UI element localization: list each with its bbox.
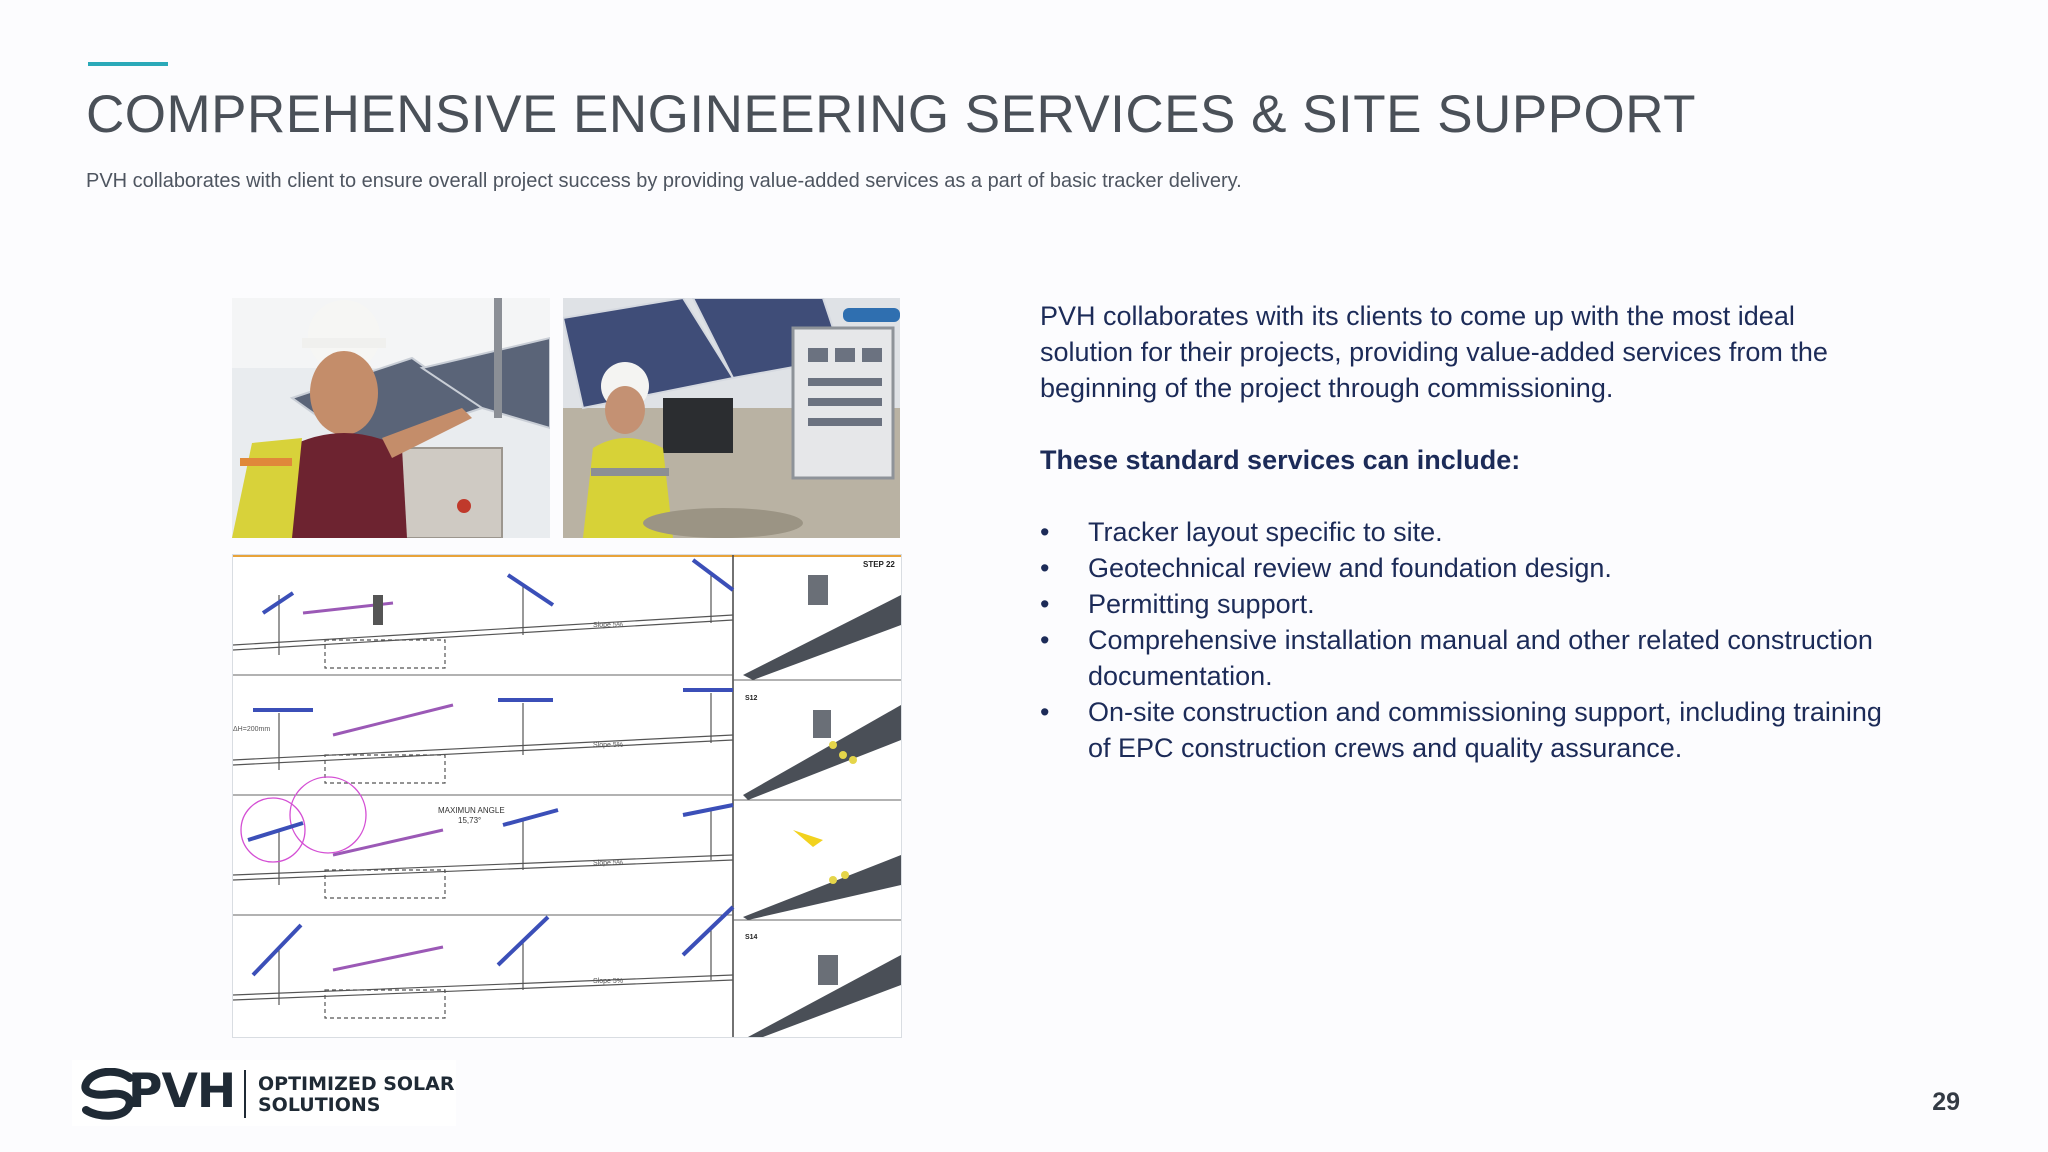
bullet-icon: • — [1040, 517, 1050, 547]
logo-tagline-line2: SOLUTIONS — [258, 1094, 381, 1116]
company-logo: PVH OPTIMIZED SOLAR SOLUTIONS — [72, 1060, 456, 1126]
page-title: COMPREHENSIVE ENGINEERING SERVICES & SIT… — [86, 85, 1696, 144]
services-heading: These standard services can include: — [1040, 445, 1521, 475]
slope-label: Slope 5% — [593, 622, 623, 629]
engineer-photo — [232, 298, 550, 538]
service-text: Tracker layout specific to site. — [1088, 517, 1443, 547]
bullet-icon: • — [1040, 589, 1050, 619]
bullet-icon: • — [1040, 625, 1050, 655]
services-list: • Tracker layout specific to site. • Geote… — [1040, 514, 1890, 766]
technician-photo — [563, 298, 900, 538]
service-text: On-site construction and commissioning s… — [1088, 697, 1882, 763]
logo-tagline-line1: OPTIMIZED SOLAR — [258, 1073, 455, 1095]
list-item: • On-site construction and commissioning … — [1040, 694, 1890, 766]
list-item: • Permitting support. — [1040, 586, 1890, 622]
installation-drawing: Slope 5% ΔH=200mm Slope 5% MAXIMUN ANGLE… — [232, 554, 902, 1038]
height-label: ΔH=200mm — [233, 726, 270, 733]
service-text: Permitting support. — [1088, 589, 1315, 619]
title-accent-line — [88, 62, 168, 66]
intro-paragraph: PVH collaborates with its clients to com… — [1040, 301, 1828, 403]
service-text: Geotechnical review and foundation desig… — [1088, 553, 1612, 583]
bullet-icon: • — [1040, 697, 1050, 727]
slope-label-2: Slope 5% — [593, 742, 623, 749]
step-label-s12: S12 — [745, 695, 758, 702]
page-number: 29 — [1932, 1088, 1960, 1116]
pvh-swoosh-icon — [81, 1068, 134, 1120]
list-item: • Geotechnical review and foundation desi… — [1040, 550, 1890, 586]
slope-label-4: Slope 5% — [593, 978, 623, 985]
max-angle-label: MAXIMUN ANGLE — [438, 806, 505, 815]
service-text: Comprehensive installation manual and ot… — [1088, 625, 1873, 691]
description-block: PVH collaborates with its clients to com… — [1040, 298, 1890, 766]
logo-tagline: OPTIMIZED SOLAR SOLUTIONS — [258, 1074, 455, 1116]
logo-divider — [244, 1070, 246, 1118]
step-label-s14: S14 — [745, 934, 758, 941]
slope-label-3: Slope 5% — [593, 860, 623, 867]
page-subtitle: PVH collaborates with client to ensure o… — [86, 170, 1242, 192]
max-angle-value: 15,73° — [458, 816, 481, 825]
bullet-icon: • — [1040, 553, 1050, 583]
list-item: • Comprehensive installation manual and o… — [1040, 622, 1890, 694]
logo-wordmark: PVH — [128, 1064, 236, 1119]
step-label: STEP 22 — [863, 560, 895, 569]
list-item: • Tracker layout specific to site. — [1040, 514, 1890, 550]
